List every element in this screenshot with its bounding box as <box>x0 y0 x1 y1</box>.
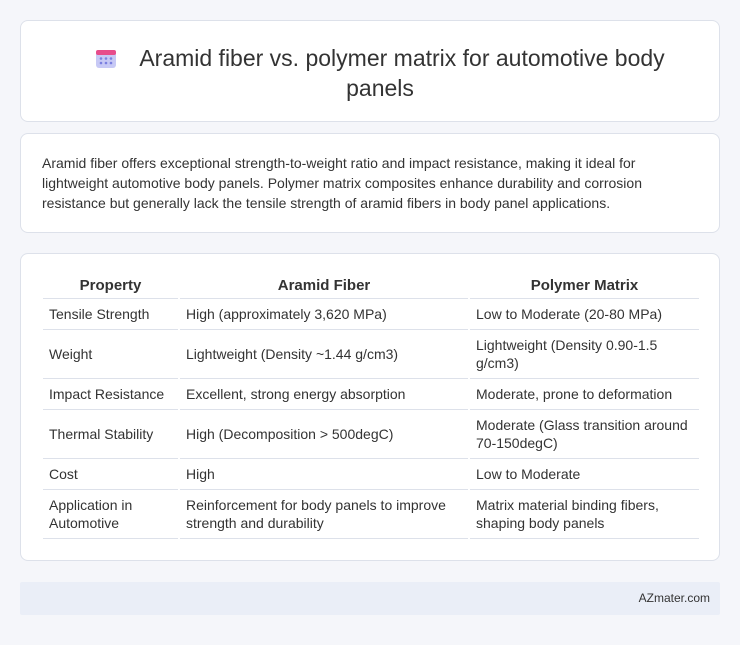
title-card: Aramid fiber vs. polymer matrix for auto… <box>20 20 720 122</box>
footer-site-link[interactable]: AZmater.com <box>638 591 710 605</box>
table-row: Thermal Stability High (Decomposition > … <box>43 409 699 459</box>
cell-polymer: Matrix material binding fibers, shaping … <box>468 489 699 539</box>
cell-property: Cost <box>43 458 179 490</box>
comparison-table: Property Aramid Fiber Polymer Matrix Ten… <box>43 274 699 539</box>
page-title-wrap: Aramid fiber vs. polymer matrix for auto… <box>71 43 689 103</box>
cell-aramid: High (Decomposition > 500degC) <box>178 409 469 459</box>
cell-polymer: Low to Moderate <box>468 458 699 490</box>
cell-property: Application in Automotive <box>43 489 179 539</box>
calendar-icon <box>96 50 117 68</box>
table-row: Tensile Strength High (approximately 3,6… <box>43 298 699 330</box>
table-header-row: Property Aramid Fiber Polymer Matrix <box>43 274 699 299</box>
table-row: Impact Resistance Excellent, strong ener… <box>43 378 699 410</box>
cell-property: Tensile Strength <box>43 298 179 330</box>
cell-property: Weight <box>43 329 179 379</box>
summary-card: Aramid fiber offers exceptional strength… <box>20 133 720 233</box>
cell-aramid: High (approximately 3,620 MPa) <box>178 298 469 330</box>
table-row: Cost High Low to Moderate <box>43 458 699 490</box>
cell-aramid: Lightweight (Density ~1.44 g/cm3) <box>178 329 469 379</box>
header-aramid-fiber: Aramid Fiber <box>178 274 469 299</box>
table-row: Application in Automotive Reinforcement … <box>43 489 699 539</box>
comparison-card: Property Aramid Fiber Polymer Matrix Ten… <box>20 253 720 561</box>
table-row: Weight Lightweight (Density ~1.44 g/cm3)… <box>43 329 699 379</box>
page-title: Aramid fiber vs. polymer matrix for auto… <box>139 45 665 101</box>
header-property: Property <box>43 274 179 299</box>
cell-polymer: Lightweight (Density 0.90-1.5 g/cm3) <box>468 329 699 379</box>
footer-bar: AZmater.com <box>20 582 720 615</box>
cell-aramid: Reinforcement for body panels to improve… <box>178 489 469 539</box>
cell-aramid: Excellent, strong energy absorption <box>178 378 469 410</box>
cell-polymer: Moderate (Glass transition around 70-150… <box>468 409 699 459</box>
cell-property: Thermal Stability <box>43 409 179 459</box>
cell-polymer: Moderate, prone to deformation <box>468 378 699 410</box>
cell-polymer: Low to Moderate (20-80 MPa) <box>468 298 699 330</box>
summary-text: Aramid fiber offers exceptional strength… <box>42 155 642 211</box>
header-polymer-matrix: Polymer Matrix <box>468 274 699 299</box>
cell-property: Impact Resistance <box>43 378 179 410</box>
cell-aramid: High <box>178 458 469 490</box>
